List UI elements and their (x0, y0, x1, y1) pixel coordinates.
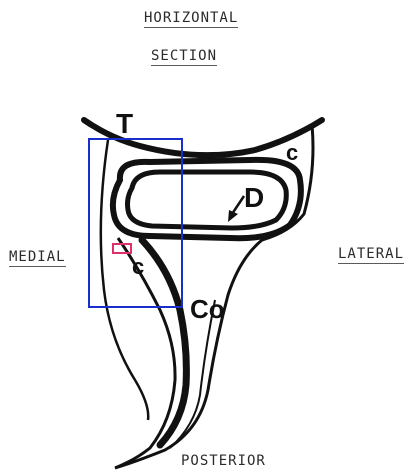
label-d: D (244, 182, 264, 213)
label-c-lower: c (132, 254, 144, 279)
label-co: Co (190, 294, 225, 324)
label-c-upper: c (286, 140, 298, 165)
medial-boundary-line (101, 140, 148, 420)
label-t: T (116, 108, 133, 139)
d-arrow-line (232, 196, 244, 214)
d-arrow-head (228, 210, 238, 222)
